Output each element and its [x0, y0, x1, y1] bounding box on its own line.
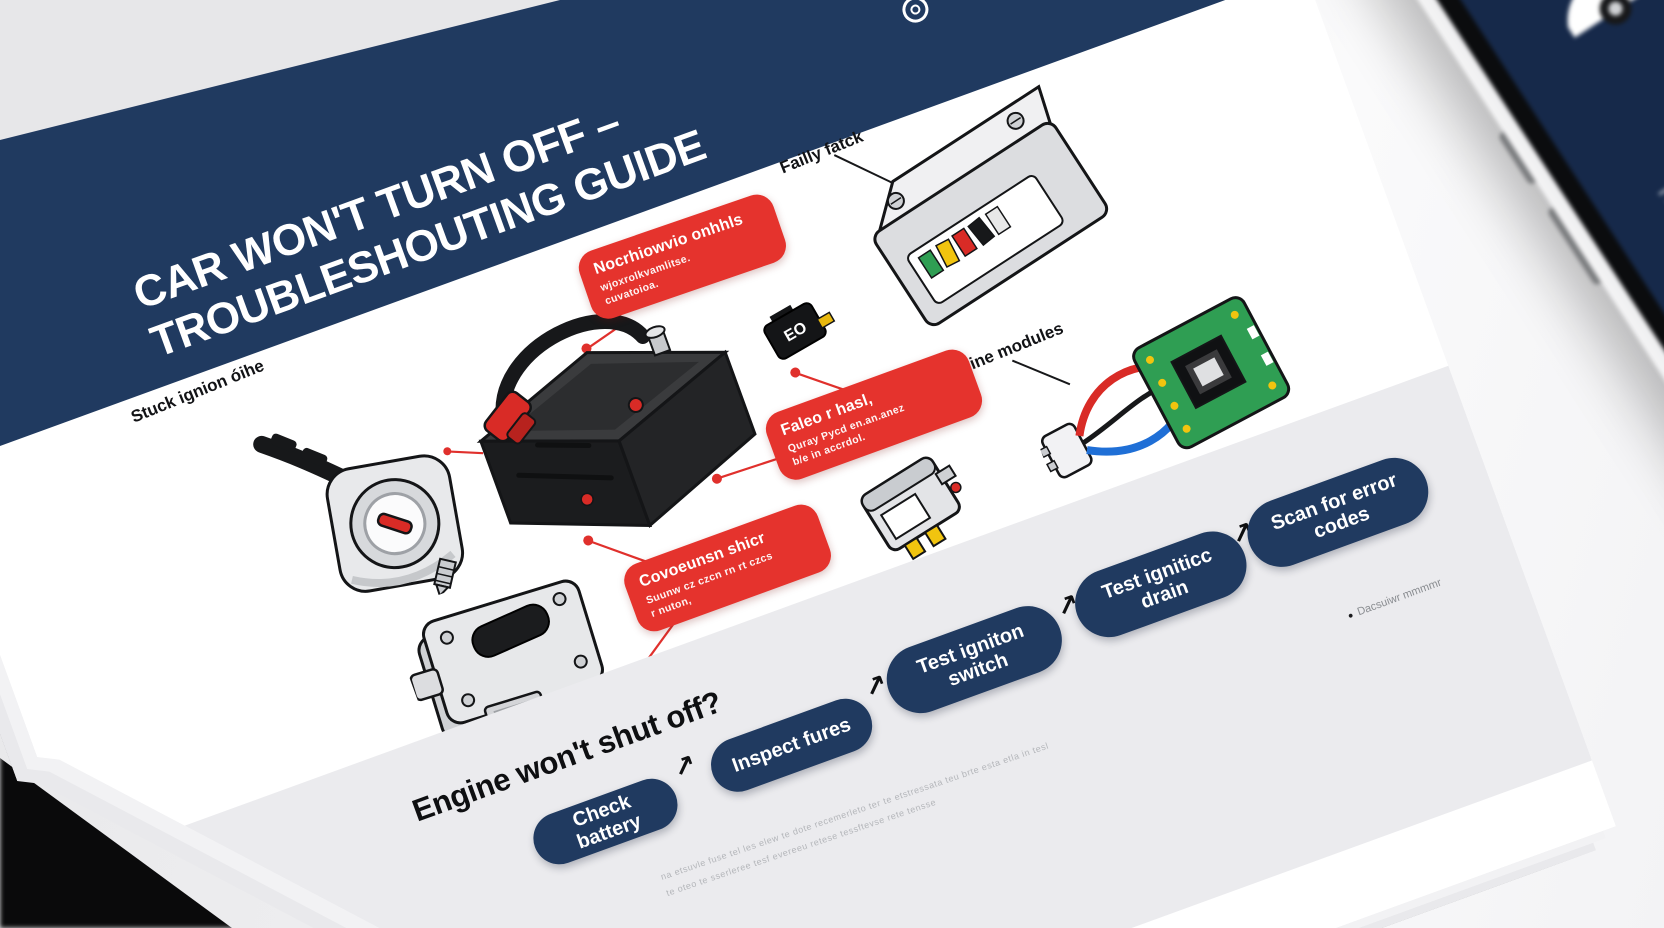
fuse-eo-illustration: EO [752, 287, 848, 371]
flow-step-test-ignition-drain: Test igniticc drain [1066, 522, 1257, 647]
dot-icon: ● [1346, 609, 1355, 621]
flow-arrow-icon: ↗ [668, 748, 701, 785]
flow-step-check-battery: Check battery [526, 771, 685, 871]
phone-divider [1657, 79, 1664, 196]
ignition-switch-illustration [233, 356, 500, 641]
module-pcb-illustration [1009, 268, 1334, 533]
battery-illustration [407, 240, 822, 619]
poster-page: CAR WON'T TURN OFF – TROUBLESHOUTING GUI… [0, 0, 1616, 928]
car-icon [1567, 0, 1664, 38]
fuse-box-illustration [819, 68, 1151, 352]
footnote: ● Dacsuiwr mmmmr [1346, 552, 1510, 621]
phone: tberren Overmoe [1340, 0, 1664, 761]
phone-screen: tberren Overmoe [1389, 0, 1664, 711]
relay-illustration [836, 430, 996, 578]
footnote-text: Dacsuiwr mmmmr [1355, 576, 1444, 619]
connector-lines [0, 0, 1582, 928]
flow-step-scan-error-codes: Scan for error codes [1238, 448, 1438, 576]
flow-step-test-ignition-switch: Test igniton switch [877, 597, 1071, 723]
